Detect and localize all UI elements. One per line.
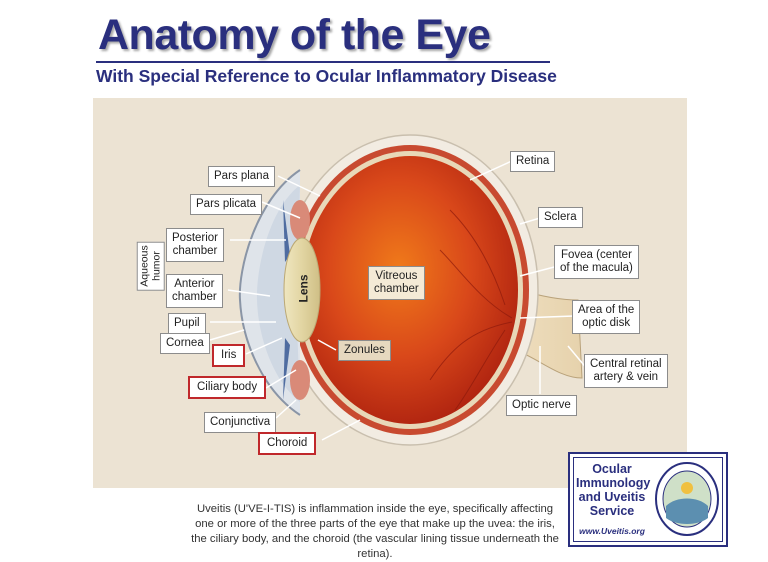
label-pars-plana: Pars plana [208,166,275,187]
label-conjunctiva: Conjunctiva [204,412,277,433]
ciliary-body-lower [290,360,310,400]
label-ciliary-body: Ciliary body [188,376,267,399]
logo-url[interactable]: www.Uveitis.org [579,526,645,536]
page-title: Anatomy of the Eye [98,11,491,59]
title-underline [96,61,550,63]
iris-shape-lower [283,338,290,400]
label-retina: Retina [510,151,556,172]
label-posterior-chamber: Posterior chamber [166,228,225,262]
page-subtitle: With Special Reference to Ocular Inflamm… [96,66,557,86]
lens-shape [283,237,321,343]
leader-lines [209,159,589,441]
logo-name: Ocular Immunology and Uveitis Service [576,462,651,518]
label-anterior-chamber: Anterior chamber [166,274,223,308]
label-cornea: Cornea [160,333,210,354]
logo-border [573,457,723,542]
label-sclera: Sclera [538,207,583,228]
ocular-immunology-logo[interactable]: Ocular Immunology and Uveitis Service ww… [568,452,728,547]
ciliary-body-upper [290,200,310,240]
label-central-retinal: Central retinal artery & vein [584,354,668,388]
caption-text: Uveitis (U'VE-I-TIS) is inflammation ins… [191,503,559,560]
label-aqueous-humor: Aqueous humor [136,241,165,291]
label-zonules: Zonules [338,340,391,361]
label-lens: Lens [296,274,311,303]
iris-shape [283,200,290,262]
label-optic-disk: Area of the optic disk [572,300,641,334]
label-optic-nerve: Optic nerve [506,395,577,416]
seal-icon [655,462,719,536]
label-pupil: Pupil [168,313,206,334]
label-vitreous-chamber: Vitreous chamber [368,266,425,300]
label-iris: Iris [212,344,246,367]
label-choroid: Choroid [258,432,317,455]
label-pars-plicata: Pars plicata [190,194,263,215]
retinal-vessels [429,209,513,411]
label-fovea: Fovea (center of the macula) [554,245,639,279]
